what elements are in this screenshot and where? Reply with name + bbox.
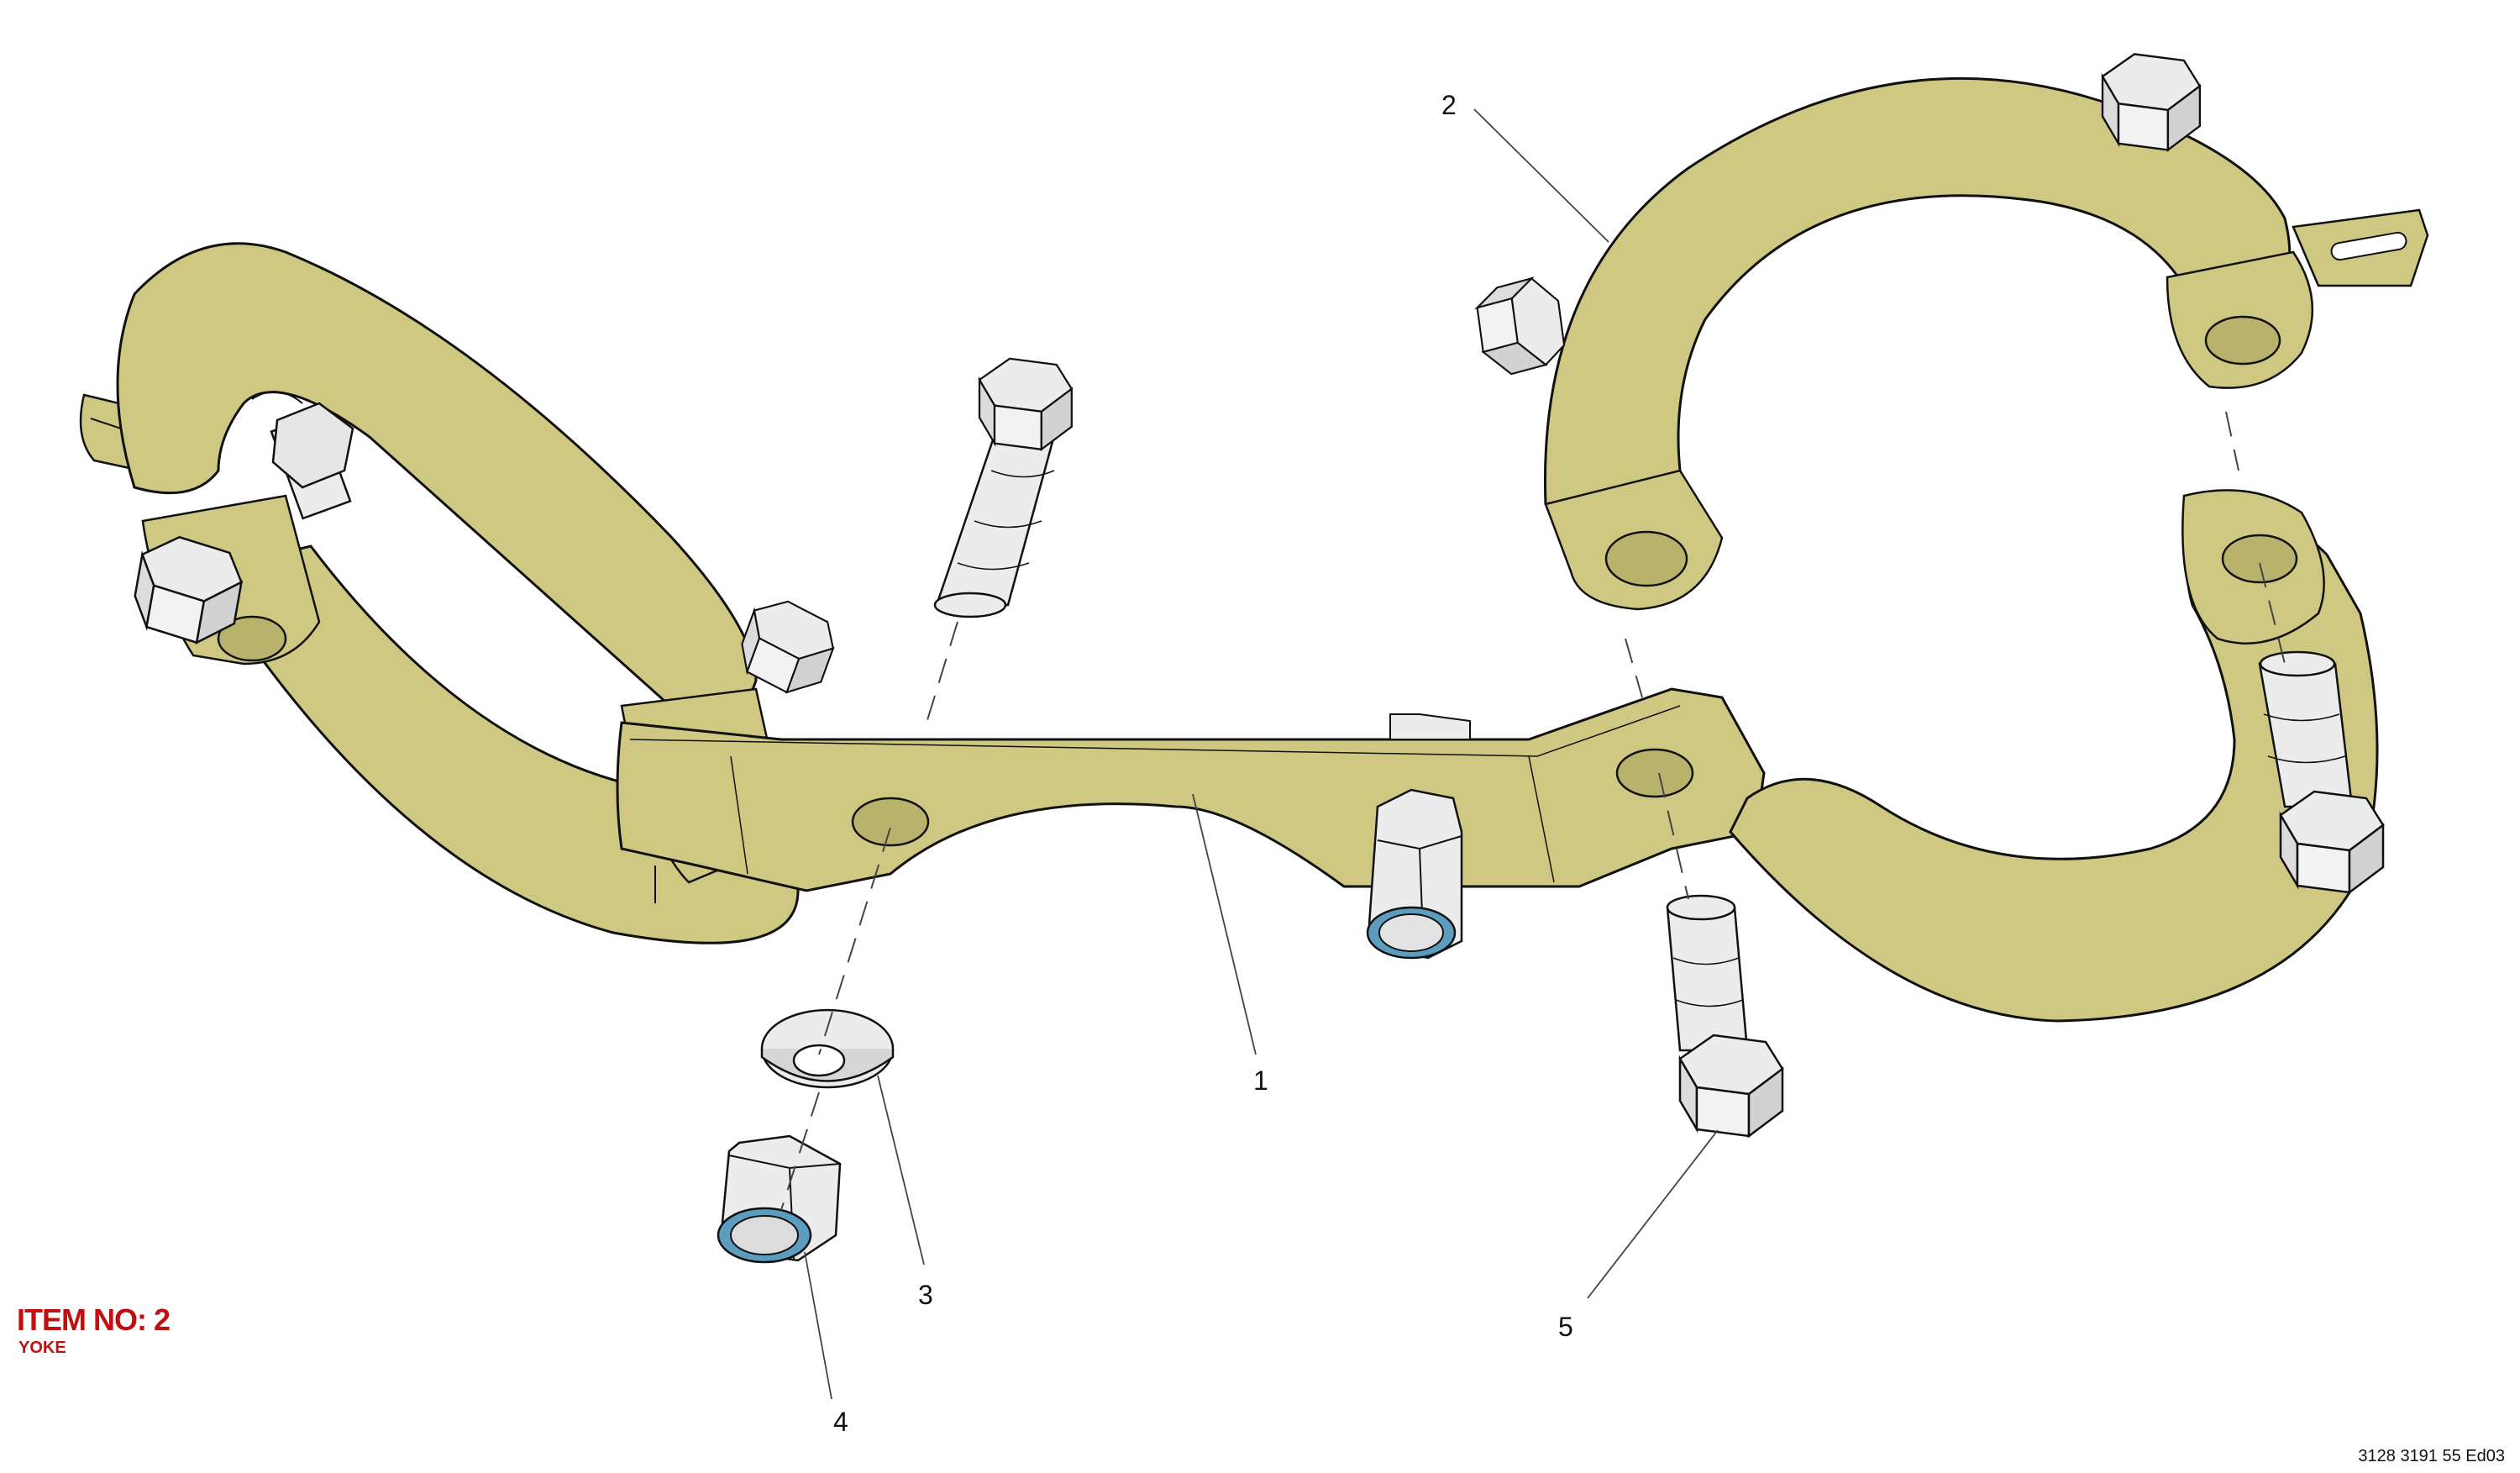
flat-washer-icon: [760, 1008, 895, 1089]
center-bar-back-bolt: [1389, 713, 1471, 740]
right-yoke-upper-half: [1543, 76, 2429, 611]
leader-lines: [804, 108, 1719, 1400]
item-number-title: ITEM NO: 2: [17, 1302, 171, 1337]
hex-nut-icon: [717, 1134, 842, 1264]
free-bolt-upper: [933, 357, 1073, 618]
left-yoke-bolt-upper: [270, 402, 354, 520]
callout-4: 4: [833, 1407, 848, 1437]
free-bolt-lower: [1666, 894, 1784, 1138]
callout-2: 2: [1441, 90, 1457, 120]
callout-5: 5: [1558, 1312, 1573, 1342]
assembly-center-lines: [780, 411, 2286, 1211]
callout-1: 1: [1253, 1065, 1268, 1096]
right-yoke-top-nut: [2101, 53, 2202, 151]
center-yoke-bar: [616, 687, 1766, 892]
drawing-reference: 3128 3191 55 Ed03: [2358, 1447, 2505, 1465]
right-lower-bolt: [2258, 650, 2385, 894]
center-bar-nut: [1366, 788, 1463, 960]
item-name-subtitle: YOKE: [18, 1339, 66, 1357]
callout-3: 3: [918, 1280, 933, 1310]
right-yoke-lower-half: [1729, 489, 2379, 1023]
